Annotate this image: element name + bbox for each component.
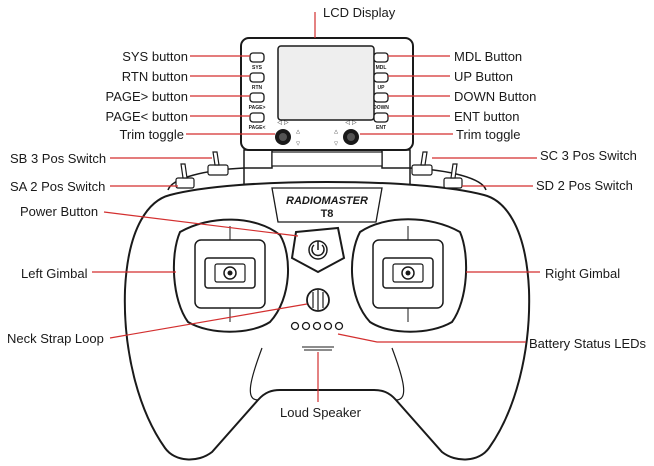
left-gimbal-shape[interactable]	[172, 218, 289, 333]
page-prev-legend: PAGE<	[249, 125, 266, 131]
lcd-hinge-left	[243, 149, 273, 169]
lcd-hinge-center	[271, 151, 383, 167]
down-button-shape[interactable]	[373, 92, 389, 103]
label-sb-switch: SB 3 Pos Switch	[10, 151, 107, 166]
up-button-shape[interactable]	[373, 72, 389, 83]
brand-model-text: T8	[321, 208, 334, 220]
leader-lines	[92, 12, 540, 402]
sys-button-shape[interactable]	[249, 52, 265, 63]
mdl-legend: MDL	[376, 65, 387, 71]
body-inner-edge	[249, 347, 405, 401]
label-up-button: UP Button	[454, 69, 514, 84]
label-loud-speaker: Loud Speaker	[280, 405, 361, 420]
label-page-next-button: PAGE> button	[105, 89, 188, 104]
brand-logo-text: RADIOMASTER	[286, 195, 368, 207]
page-next-button-shape[interactable]	[249, 92, 265, 103]
sa-switch-shape[interactable]	[175, 163, 195, 189]
label-lcd-display: LCD Display	[323, 5, 396, 20]
svg-text:▽: ▽	[296, 141, 300, 147]
label-down-button: DOWN Button	[454, 89, 537, 104]
down-legend: DOWN	[373, 105, 389, 111]
label-mdl-button: MDL Button	[454, 49, 523, 64]
svg-text:△: △	[334, 129, 338, 135]
label-sc-switch: SC 3 Pos Switch	[540, 148, 637, 163]
rtn-button-shape[interactable]	[249, 72, 265, 83]
label-battery-status-leds: Battery Status LEDs	[529, 336, 647, 351]
label-sd-switch: SD 2 Pos Switch	[536, 178, 633, 193]
sys-legend: SYS	[252, 65, 263, 71]
ent-legend: ENT	[376, 125, 386, 131]
svg-text:◁ ▷: ◁ ▷	[345, 119, 357, 126]
sc-switch-shape[interactable]	[411, 151, 433, 176]
rtn-legend: RTN	[252, 85, 263, 91]
label-right-gimbal: Right Gimbal	[545, 266, 621, 281]
label-sys-button: SYS button	[122, 49, 188, 64]
mdl-button-shape[interactable]	[373, 52, 389, 63]
label-sa-switch: SA 2 Pos Switch	[10, 179, 106, 194]
label-power-button: Power Button	[20, 204, 99, 219]
battery-status-leds-shape	[290, 321, 344, 331]
label-ent-button: ENT button	[454, 109, 520, 124]
label-trim-toggle-left: Trim toggle	[119, 127, 184, 142]
label-left-gimbal: Left Gimbal	[21, 266, 88, 281]
svg-text:△: △	[296, 129, 300, 135]
label-page-prev-button: PAGE< button	[105, 109, 188, 124]
page-next-legend: PAGE>	[249, 105, 266, 111]
svg-text:▽: ▽	[334, 141, 338, 147]
svg-text:◁ ▷: ◁ ▷	[277, 119, 289, 126]
sd-switch-shape[interactable]	[443, 163, 463, 189]
right-trim-toggle[interactable]: ◁ ▷ △ ▽	[334, 119, 359, 147]
left-trim-toggle[interactable]: ◁ ▷ △ ▽	[275, 119, 300, 147]
label-trim-toggle-right: Trim toggle	[456, 127, 521, 142]
up-legend: UP	[378, 85, 386, 91]
brand-badge	[271, 187, 383, 223]
label-rtn-button: RTN button	[121, 69, 188, 84]
page-prev-button-shape[interactable]	[249, 112, 265, 123]
lcd-hinge-right	[381, 149, 411, 169]
label-neck-strap-loop: Neck Strap Loop	[7, 331, 104, 346]
ent-button-shape[interactable]	[373, 112, 389, 123]
neck-strap-loop-shape	[306, 288, 330, 312]
sb-switch-shape[interactable]	[207, 151, 229, 176]
right-gimbal-shape[interactable]	[351, 218, 468, 333]
power-icon[interactable]	[308, 240, 328, 260]
loud-speaker-shape	[302, 346, 334, 351]
lcd-screen	[277, 45, 375, 121]
